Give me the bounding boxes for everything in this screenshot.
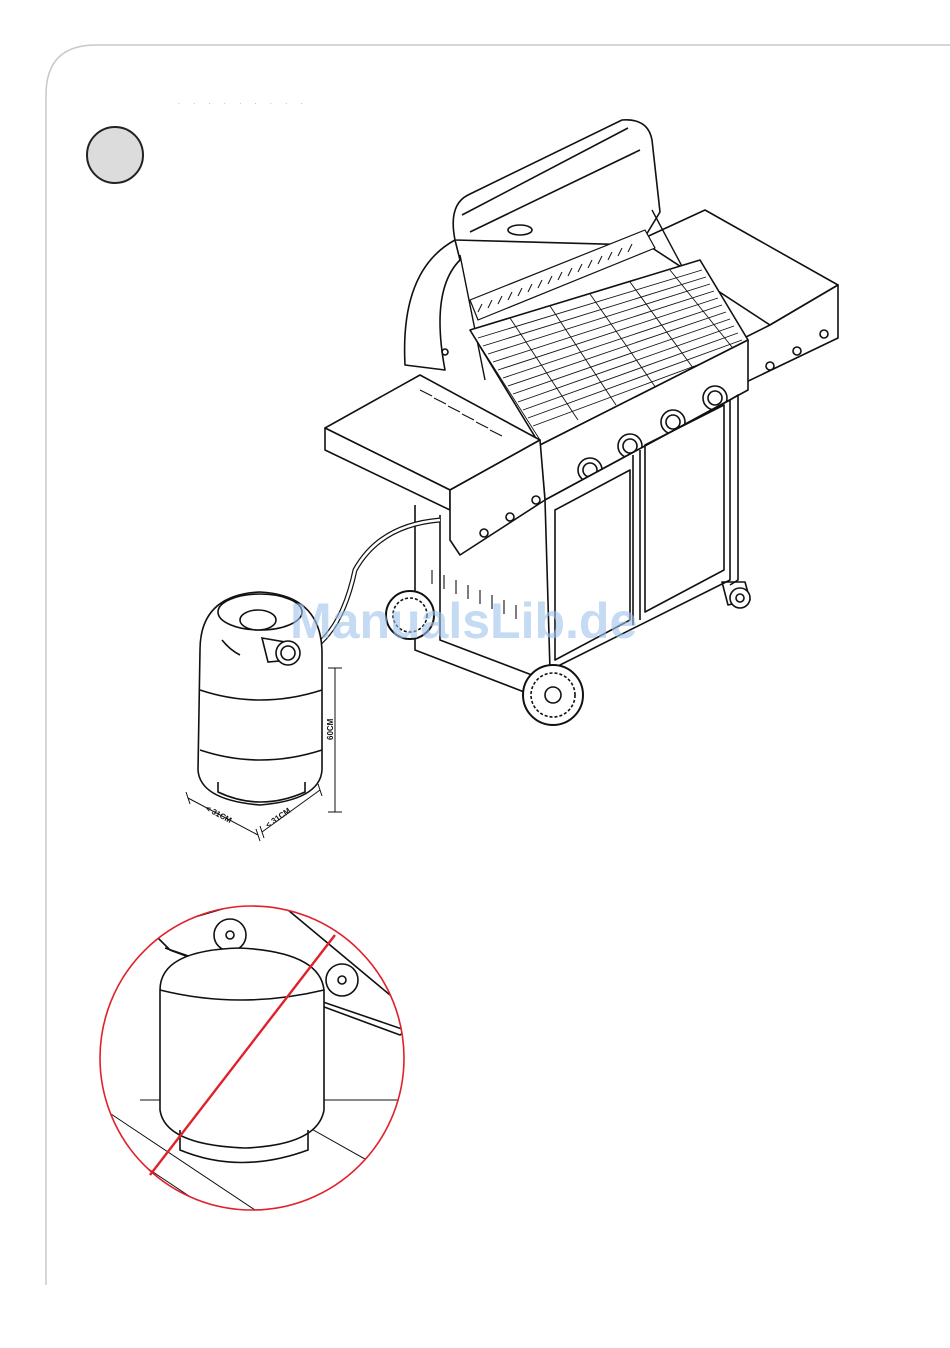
faint-caption: . . . . . . . . . — [178, 100, 308, 106]
watermark-text: ManualsLib.de — [290, 592, 637, 650]
step-number-badge — [86, 126, 144, 184]
dimension-label-right: < 31CM — [264, 806, 293, 830]
dimension-label-height: 60CM — [326, 718, 335, 740]
dimension-label-left: < 31CM — [204, 804, 233, 825]
prohibited-placement-detail — [90, 895, 420, 1230]
